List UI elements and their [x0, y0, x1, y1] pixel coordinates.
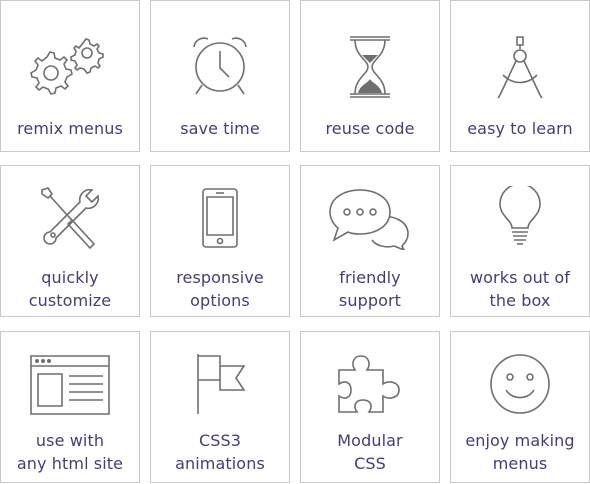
feature-label: save time	[151, 117, 289, 140]
hourglass-icon	[348, 35, 392, 99]
browser-window-icon	[29, 354, 111, 416]
feature-card-responsive-options: responsive options	[150, 165, 290, 317]
feature-label: responsive options	[151, 266, 289, 312]
feature-label-line: Modular	[337, 431, 403, 450]
feature-label: remix menus	[1, 117, 139, 140]
feature-label-line: enjoy making	[465, 431, 575, 450]
feature-label-line: CSS3	[198, 431, 242, 450]
feature-label-line: options	[190, 291, 250, 310]
feature-label-line: friendly	[339, 268, 401, 287]
feature-card-reuse-code: reuse code	[300, 0, 440, 152]
phone-icon	[200, 187, 240, 249]
feature-card-works-out-of-the-box: works out of the box	[450, 165, 590, 317]
feature-label-line: quickly	[41, 268, 99, 287]
feature-label: enjoy making menus	[451, 429, 589, 475]
feature-card-save-time: save time	[150, 0, 290, 152]
feature-label-line: any html site	[16, 454, 124, 473]
compass-icon	[495, 35, 545, 99]
feature-label-line: menus	[492, 454, 548, 473]
feature-label: reuse code	[301, 117, 439, 140]
feature-label-line: reuse code	[325, 119, 415, 138]
feature-label-line: CSS	[354, 454, 386, 473]
feature-card-remix-menus: remix menus	[0, 0, 140, 152]
lightbulb-icon	[498, 186, 542, 250]
smiley-icon	[488, 352, 552, 416]
feature-card-modular-css: Modular CSS	[300, 331, 440, 483]
feature-label: Modular CSS	[301, 429, 439, 475]
feature-label-line: easy to learn	[467, 119, 573, 138]
feature-label: works out of the box	[451, 266, 589, 312]
feature-card-enjoy-making-menus: enjoy making menus	[450, 331, 590, 483]
feature-card-easy-to-learn: easy to learn	[450, 0, 590, 152]
feature-label-line: support	[338, 291, 402, 310]
flag-icon	[190, 352, 250, 416]
feature-label-line: responsive	[176, 268, 264, 287]
feature-card-friendly-support: friendly support	[300, 165, 440, 317]
gears-icon	[25, 35, 115, 105]
feature-card-css3-animations: CSS3 animations	[150, 331, 290, 483]
feature-label: friendly support	[301, 266, 439, 312]
feature-label-line: animations	[175, 454, 265, 473]
tools-icon	[38, 186, 102, 250]
feature-label-line: use with	[35, 431, 105, 450]
feature-card-quickly-customize: quickly customize	[0, 165, 140, 317]
feature-label: easy to learn	[451, 117, 589, 140]
alarm-clock-icon	[188, 35, 252, 99]
puzzle-piece-icon	[335, 352, 405, 416]
feature-label: use with any html site	[1, 429, 139, 475]
feature-label: quickly customize	[1, 266, 139, 312]
feature-label-line: works out of	[469, 268, 571, 287]
feature-label: CSS3 animations	[151, 429, 289, 475]
feature-card-use-with-any-html-site: use with any html site	[0, 331, 140, 483]
feature-label-line: customize	[28, 291, 112, 310]
feature-label-line: remix menus	[17, 119, 123, 138]
chat-bubbles-icon	[328, 186, 412, 250]
feature-label-line: save time	[180, 119, 260, 138]
feature-label-line: the box	[489, 291, 551, 310]
